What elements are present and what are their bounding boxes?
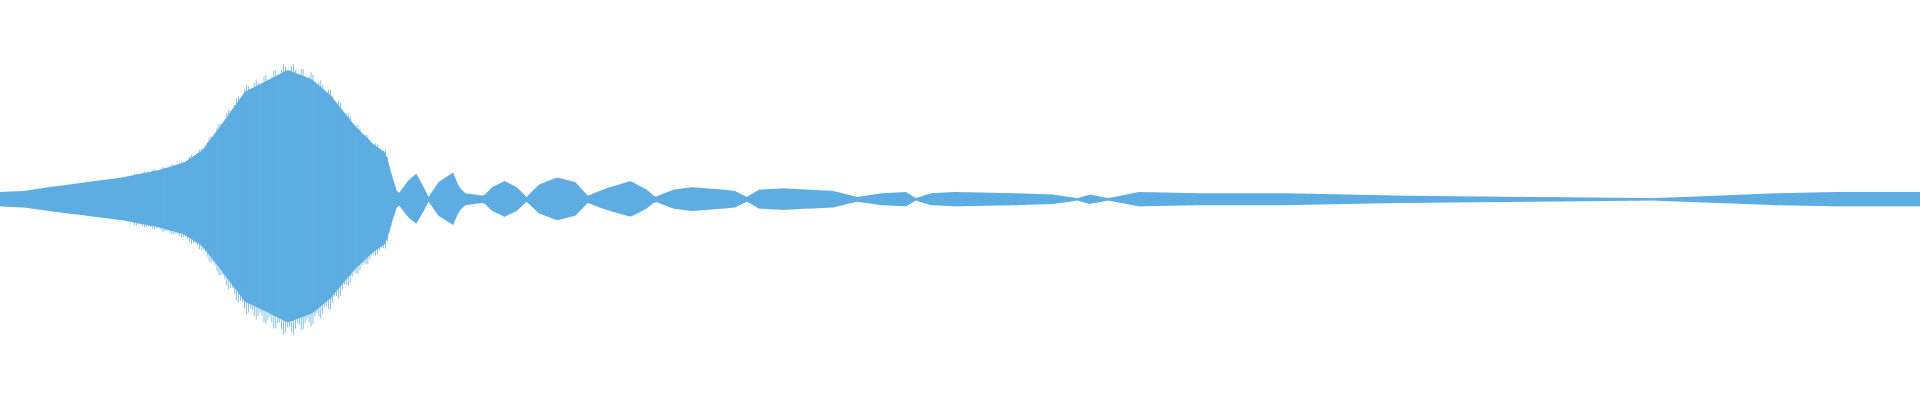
waveform-envelope bbox=[0, 70, 1920, 323]
waveform-striations bbox=[134, 64, 392, 335]
